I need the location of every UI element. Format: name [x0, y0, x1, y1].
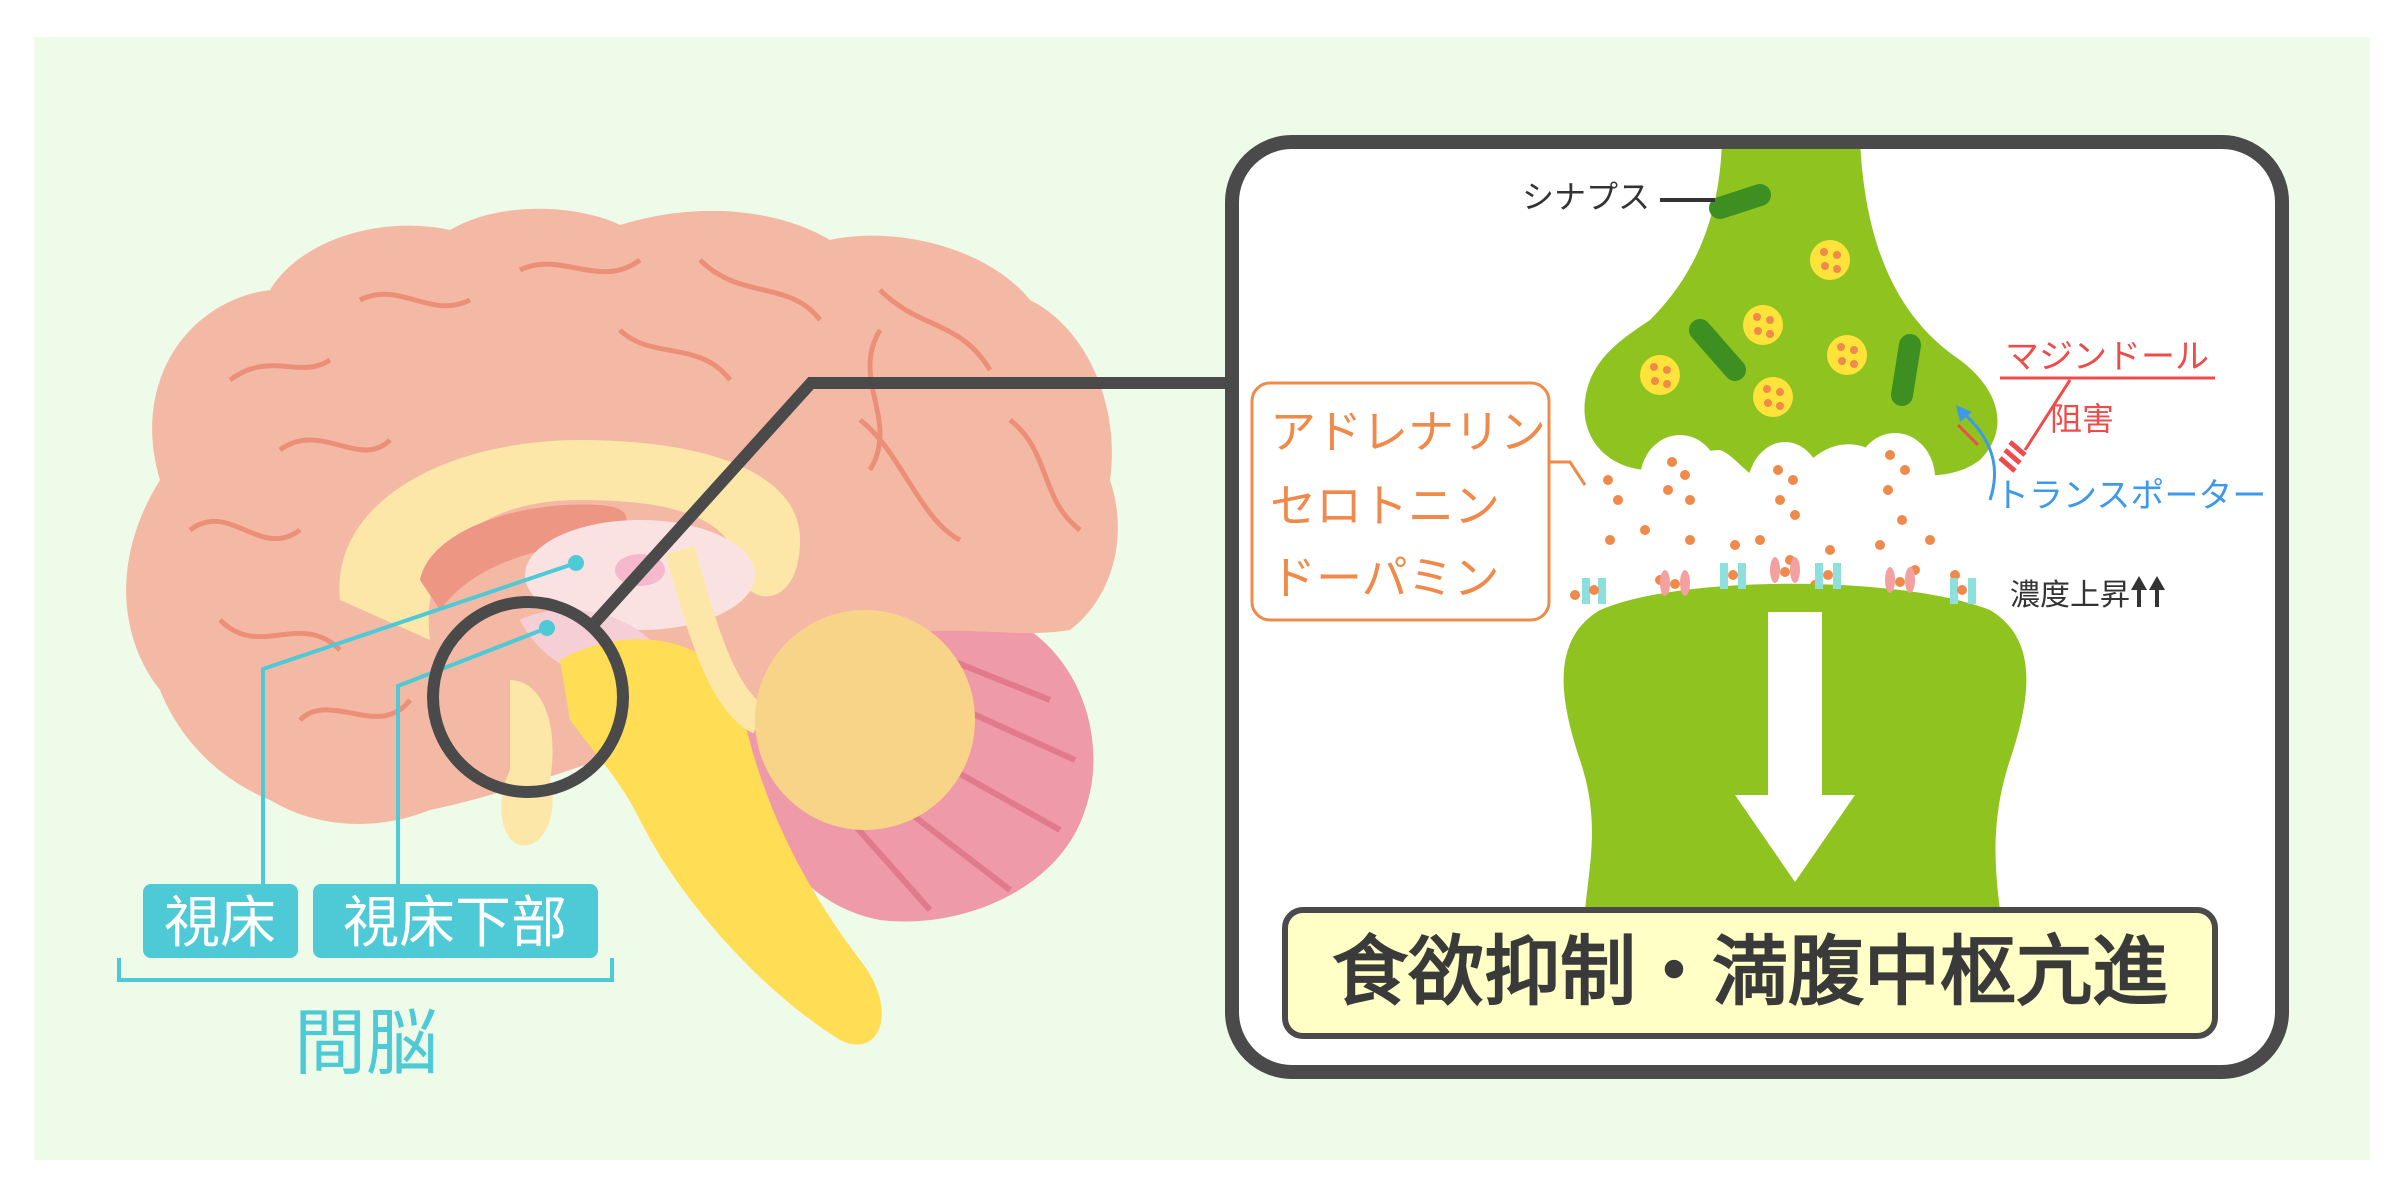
synapse-label: シナプス: [1522, 178, 1650, 216]
thalamus-pointer-dot: [568, 555, 584, 571]
drug-label: マジンドール: [2005, 337, 2209, 377]
corpus-callosum: [339, 440, 800, 640]
double-up-arrow-icon: [2131, 576, 2165, 607]
mitochondrion: [1891, 334, 1921, 406]
hypothalamus-pointer-dot: [539, 620, 555, 636]
inhibit-line: [2023, 379, 2072, 451]
result-box: [1282, 907, 2218, 1039]
neurotransmitter-box: [1250, 381, 1551, 622]
inhibit-icon: [1998, 440, 2027, 473]
transporter-arrow-icon: [1959, 408, 1997, 501]
pituitary: [501, 680, 553, 846]
magnifier-connector: [585, 377, 1228, 633]
vesicles: [1640, 240, 1867, 417]
transporter-label: トランスポーター: [1995, 476, 2266, 516]
brainstem: [560, 639, 882, 1045]
concentration-label: 濃度上昇: [2010, 578, 2130, 613]
midbrain-lobe: [755, 610, 975, 830]
mitochondrion: [1709, 184, 1771, 219]
diencephalon-labels: [117, 561, 614, 982]
hypothalamus-label-box: [313, 884, 598, 958]
brain-illustration: [126, 208, 1118, 1045]
magnifier-circle: [427, 596, 629, 798]
thalamus-label: 視床: [164, 891, 276, 956]
diencephalon-label: 間脳: [294, 1001, 438, 1085]
result-text: 食欲抑制・満腹中枢亢進: [1332, 927, 2168, 1016]
neurotransmitter-dopamine: ドーパミン: [1270, 551, 1500, 605]
hypothalamus-label: 視床下部: [343, 891, 567, 956]
thalamus-label-box: [143, 884, 298, 958]
down-arrow-icon: [1735, 612, 1855, 882]
neurotransmitter-serotonin: セロトニン: [1270, 479, 1500, 533]
neurotransmitter-leader: [1549, 460, 1587, 486]
mitochondrion: [1689, 319, 1746, 381]
receptors: [1582, 557, 1976, 604]
neurotransmitter-adrenaline: アドレナリン: [1270, 405, 1546, 459]
inhibit-label: 阻害: [2050, 400, 2114, 438]
